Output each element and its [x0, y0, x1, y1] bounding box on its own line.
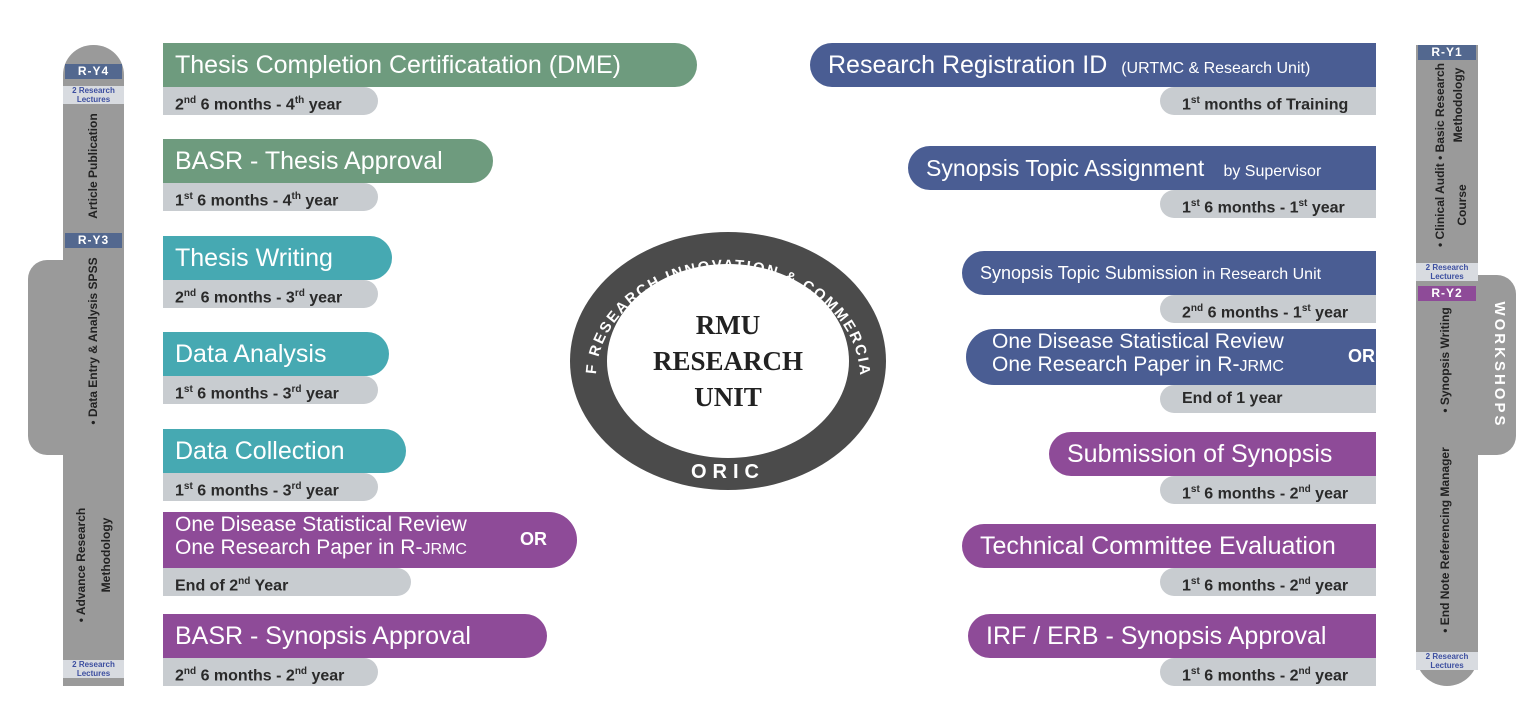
- time-research-registration: 1st months of Training: [1160, 87, 1376, 115]
- ry3-tag: R-Y3: [65, 233, 122, 248]
- time-technical-committee: 1st 6 months - 2nd year: [1160, 568, 1376, 596]
- step-basr-thesis-approval: BASR - Thesis Approval: [163, 139, 493, 183]
- time-statistical-review-left: End of 2nd Year: [163, 568, 411, 596]
- time-thesis-completion: 2nd 6 months - 4th year: [163, 87, 378, 115]
- time-synopsis-topic-submission: 2nd 6 months - 1st year: [1160, 295, 1376, 323]
- seal-inner: [607, 264, 849, 458]
- step-technical-committee: Technical Committee Evaluation: [962, 524, 1376, 568]
- ry2-tag: R-Y2: [1418, 286, 1476, 301]
- advance-research-line1: • Advance Research: [74, 507, 88, 623]
- time-data-collection: 1st 6 months - 3rd year: [163, 473, 378, 501]
- step-thesis-completion: Thesis Completion Certificatation (DME): [163, 43, 697, 87]
- right-rail-bar: [1416, 45, 1478, 686]
- seal-line2: RESEARCH: [653, 346, 803, 376]
- seal-line3: UNIT: [694, 382, 762, 412]
- or-label-right: OR: [1348, 346, 1375, 366]
- lectures-top-label: 2 Research Lectures: [63, 86, 124, 104]
- clinical-audit-line1: • Clinical Audit • Basic Research: [1433, 62, 1447, 248]
- right-workshops-label: WORKSHOPS: [1491, 301, 1508, 429]
- step-statistical-review-right: One Disease Statistical Review One Resea…: [966, 329, 1376, 385]
- right-statistical-review-line1: One Disease Statistical Review: [992, 330, 1284, 353]
- step-research-registration: Research Registration ID (URTMC & Resear…: [810, 43, 1376, 87]
- ry1-tag: R-Y1: [1418, 45, 1476, 60]
- left-workshops-label: WORKSHOPS: [8, 286, 25, 414]
- right-statistical-review-line2: One Research Paper in R-JRMC: [992, 353, 1284, 376]
- time-synopsis-topic-assignment: 1st 6 months - 1st year: [1160, 190, 1376, 218]
- lectures-bottom-label: 2 Research Lectures: [63, 660, 124, 678]
- synopsis-writing-label: • Synopsis Writing: [1438, 307, 1452, 413]
- clinical-audit-line2: Methodology: [1451, 67, 1465, 143]
- left-workshops-tab: [28, 260, 66, 455]
- spss-label: • Data Entry & Analysis SPSS: [86, 257, 100, 425]
- statistical-review-line2: One Research Paper in R-JRMC: [175, 536, 467, 559]
- right-workshops-tab: [1478, 275, 1516, 455]
- time-irf-erb-approval: 1st 6 months - 2nd year: [1160, 658, 1376, 686]
- or-label-left: OR: [520, 529, 547, 549]
- article-publication-label: Article Publication: [86, 113, 100, 219]
- step-data-analysis: Data Analysis: [163, 332, 389, 376]
- time-basr-synopsis-approval: 2nd 6 months - 2nd year: [163, 658, 378, 686]
- statistical-review-line1: One Disease Statistical Review: [175, 513, 467, 536]
- left-rail-bar: [63, 45, 124, 686]
- step-basr-synopsis-approval: BASR - Synopsis Approval: [163, 614, 547, 658]
- advance-research-line2: Methodology: [99, 517, 113, 593]
- time-statistical-review-right: End of 1 year: [1160, 385, 1376, 413]
- right-lectures-top-label: 2 Research Lectures: [1416, 263, 1478, 281]
- seal-ring-bottom-text: ORIC: [691, 461, 765, 483]
- step-synopsis-topic-assignment: Synopsis Topic Assignment by Supervisor: [908, 146, 1376, 190]
- time-basr-thesis-approval: 1st 6 months - 4th year: [163, 183, 378, 211]
- time-data-analysis: 1st 6 months - 3rd year: [163, 376, 378, 404]
- step-statistical-review-left: One Disease Statistical Review One Resea…: [163, 512, 577, 568]
- oric-seal: OFFICE OF RESEARCH INNOVATION & COMMERCI…: [566, 228, 886, 490]
- right-lectures-bottom-label: 2 Research Lectures: [1416, 652, 1478, 670]
- time-thesis-writing: 2nd 6 months - 3rd year: [163, 280, 378, 308]
- step-thesis-writing: Thesis Writing: [163, 236, 392, 280]
- time-submission-of-synopsis: 1st 6 months - 2nd year: [1160, 476, 1376, 504]
- ry4-tag: R-Y4: [65, 64, 122, 79]
- step-synopsis-topic-submission: Synopsis Topic Submission in Research Un…: [962, 251, 1376, 295]
- seal-line1: RMU: [696, 310, 760, 340]
- endnote-label: • End Note Referencing Manager: [1438, 447, 1452, 633]
- step-irf-erb-approval: IRF / ERB - Synopsis Approval: [968, 614, 1376, 658]
- step-data-collection: Data Collection: [163, 429, 406, 473]
- clinical-audit-line3: Course: [1455, 184, 1469, 226]
- step-submission-of-synopsis: Submission of Synopsis: [1049, 432, 1376, 476]
